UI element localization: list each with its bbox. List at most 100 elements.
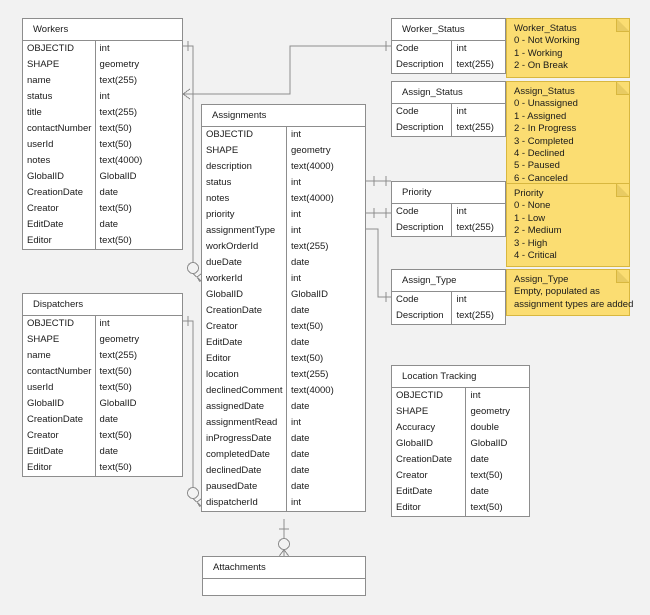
crowfoot-workers-status bbox=[182, 88, 191, 100]
crowfoot-workerid bbox=[192, 273, 202, 283]
note-item: 6 - Canceled bbox=[514, 172, 568, 184]
wire-dispatchers-to-assignments bbox=[183, 320, 194, 493]
field-name: GlobalID bbox=[27, 171, 64, 182]
field-type: int bbox=[285, 271, 365, 287]
table-row bbox=[203, 579, 365, 595]
field-type: text(255) bbox=[94, 105, 182, 121]
table-row: SHAPE geometry bbox=[23, 332, 182, 348]
field-name: notes bbox=[206, 193, 230, 204]
field-type: geometry bbox=[94, 57, 182, 73]
entity-title-worker-status: Worker_Status bbox=[392, 19, 505, 41]
note-item: Empty, populated as bbox=[514, 286, 600, 298]
note-assign-type[interactable]: Assign_Type Empty, populated as assignme… bbox=[506, 269, 634, 317]
field-name: OBJECTID bbox=[27, 43, 74, 54]
field-type: text(4000) bbox=[285, 383, 365, 399]
field-type: text(50) bbox=[285, 319, 365, 335]
field-name: inProgressDate bbox=[206, 433, 272, 444]
field-name: EditDate bbox=[27, 219, 64, 230]
note-priority[interactable]: Priority 0 - None 1 - Low 2 - Medium 3 -… bbox=[506, 183, 630, 268]
field-name: SHAPE bbox=[396, 406, 429, 417]
field-type: int bbox=[94, 41, 182, 57]
note-item: 1 - Low bbox=[514, 212, 546, 224]
field-type: int bbox=[451, 41, 505, 57]
field-name: userId bbox=[27, 382, 54, 393]
field-name: EditDate bbox=[206, 337, 243, 348]
entity-title-workers: Workers bbox=[23, 19, 182, 41]
note-title: Priority bbox=[514, 188, 544, 199]
note-worker-status[interactable]: Worker_Status 0 - Not Working 1 - Workin… bbox=[506, 18, 630, 78]
note-item: 2 - Medium bbox=[514, 225, 562, 237]
entity-title-assign-type: Assign_Type bbox=[392, 270, 505, 292]
table-row: assignedDate date bbox=[202, 399, 365, 415]
field-type: int bbox=[285, 223, 365, 239]
field-type: text(4000) bbox=[285, 159, 365, 175]
field-type: double bbox=[465, 420, 529, 436]
note-item: 1 - Assigned bbox=[514, 110, 567, 122]
field-name: Code bbox=[396, 294, 419, 305]
field-type: geometry bbox=[465, 404, 529, 420]
note-item: 3 - Completed bbox=[514, 135, 574, 147]
field-name: GlobalID bbox=[396, 438, 433, 449]
field-type: date bbox=[285, 479, 365, 495]
field-type: text(50) bbox=[465, 468, 529, 484]
field-type: int bbox=[94, 316, 182, 332]
table-row: completedDate date bbox=[202, 447, 365, 463]
field-type: text(50) bbox=[285, 351, 365, 367]
field-name: CreationDate bbox=[206, 305, 262, 316]
field-name: name bbox=[27, 75, 51, 86]
field-name: description bbox=[206, 161, 252, 172]
field-name: assignedDate bbox=[206, 401, 265, 412]
field-type: text(50) bbox=[94, 233, 182, 249]
field-name: Code bbox=[396, 43, 419, 54]
field-name: SHAPE bbox=[27, 334, 60, 345]
zero-circle-dispatcherid bbox=[187, 487, 199, 499]
field-name: location bbox=[206, 369, 239, 380]
note-assign-status[interactable]: Assign_Status 0 - Unassigned 1 - Assigne… bbox=[506, 81, 630, 191]
field-name: Editor bbox=[206, 353, 231, 364]
zero-circle-workerid bbox=[187, 262, 199, 274]
field-type: geometry bbox=[94, 332, 182, 348]
field-name: OBJECTID bbox=[206, 129, 253, 140]
table-row: Editor text(50) bbox=[202, 351, 365, 367]
entity-attachments[interactable]: Attachments bbox=[202, 556, 366, 596]
field-type: text(50) bbox=[94, 137, 182, 153]
field-type: date bbox=[285, 447, 365, 463]
field-type: text(255) bbox=[451, 308, 505, 324]
entity-title-assignments: Assignments bbox=[202, 105, 365, 127]
note-item: assignment types are added bbox=[514, 298, 634, 310]
field-name: completedDate bbox=[206, 449, 270, 460]
field-type: date bbox=[285, 399, 365, 415]
